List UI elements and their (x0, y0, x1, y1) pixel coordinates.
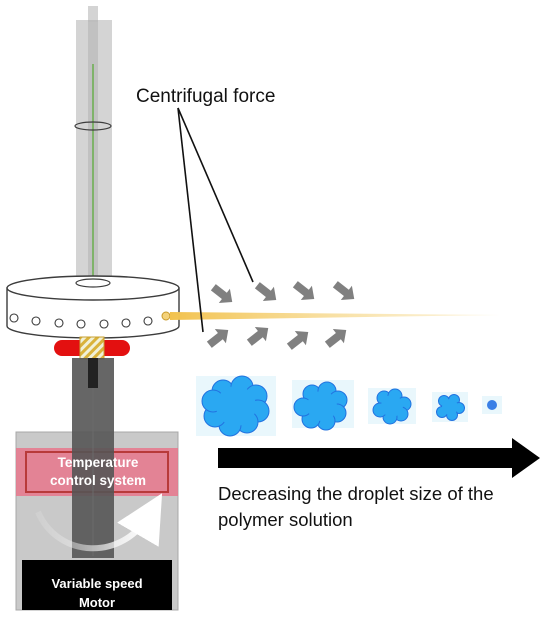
spinneret (6, 275, 180, 339)
motor-line-2: Motor (78, 595, 116, 610)
temperature-line-2: control system (49, 473, 147, 488)
motor-label: Variable speed Motor (22, 574, 172, 612)
motor-box (22, 560, 172, 610)
pointer-lines (177, 107, 254, 333)
droplet-xl (196, 375, 276, 437)
syringe-barrel (74, 6, 112, 282)
temperature-control-label: Temperature control system (28, 454, 168, 490)
motor-line-1: Variable speed (51, 576, 143, 591)
droplet-xs (482, 396, 502, 414)
rotation-arrow (35, 493, 163, 552)
syringe-ring (74, 121, 112, 131)
droplet-l (292, 380, 354, 431)
caption-line-2: polymer solution (218, 509, 353, 530)
nozzle-holes (9, 313, 153, 329)
droplet-size-caption: Decreasing the droplet size of the polym… (218, 481, 494, 533)
direction-arrow (218, 438, 540, 478)
centrifugal-force-label: Centrifugal force (136, 86, 276, 107)
polymer-jet (170, 312, 500, 320)
caption-line-1: Decreasing the droplet size of the (218, 483, 494, 504)
heater (54, 336, 130, 360)
force-arrows (206, 281, 355, 350)
droplet-s (432, 392, 468, 422)
temperature-line-1: Temperature (57, 455, 139, 470)
droplet-m (368, 388, 416, 425)
